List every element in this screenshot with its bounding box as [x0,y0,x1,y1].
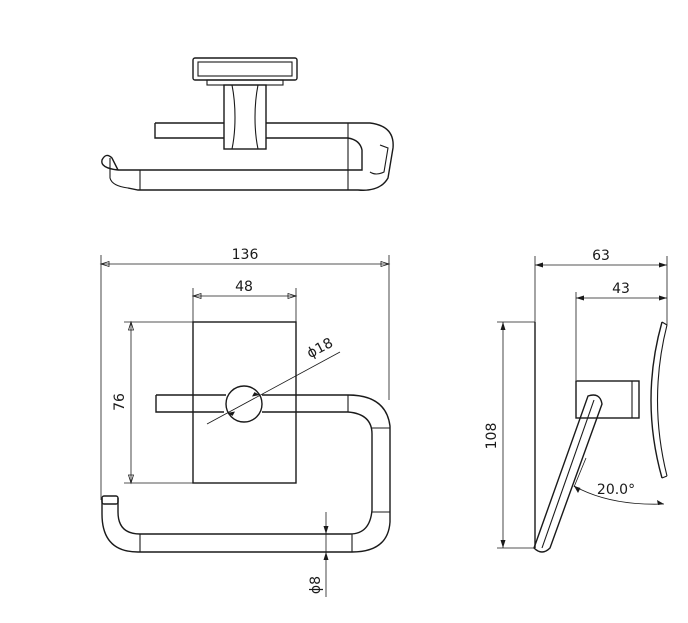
front-view-arm [101,394,391,553]
dim-side-depth-inner: 43 [612,281,630,297]
top-view-plate-inner [197,61,293,77]
dim-plate-width: 48 [235,279,253,295]
top-view-plate [192,57,298,81]
side-view-rod [533,394,603,553]
dim-rod-diameter: ϕ8 [308,576,324,594]
top-view-stem [223,84,267,150]
side-view: 63 43 108 20.0° [484,248,668,553]
dim-overall-width: 136 [232,247,259,263]
front-view: 136 48 76 ϕ18 [99,247,391,597]
side-view-mount [575,380,640,419]
side-view-backplate [650,321,663,479]
dim-plate-height: 76 [112,393,128,411]
front-view-plate [192,321,297,484]
top-view-end-cap [101,154,119,171]
dim-boss-diameter: ϕ18 [304,335,335,362]
top-view-arm [127,122,394,191]
front-view-boss [225,385,263,423]
top-view [101,57,394,191]
dim-side-depth: 63 [592,248,610,264]
front-view-end-cap [101,495,119,505]
top-view-flange [206,79,284,86]
dim-side-height: 108 [484,423,500,450]
dim-angle: 20.0° [597,482,635,498]
